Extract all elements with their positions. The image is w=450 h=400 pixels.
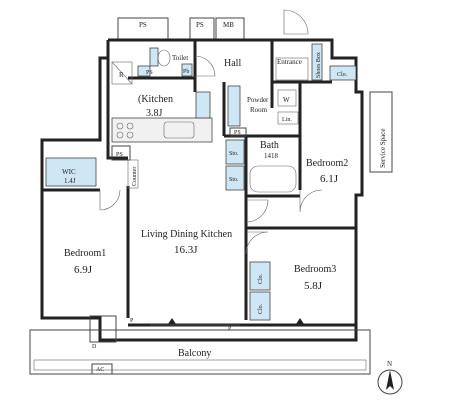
bed3-closet-a [249, 261, 271, 291]
pb-label: Pb [183, 69, 189, 75]
vanity [227, 85, 241, 127]
ps-kitchen-label: PS [116, 152, 123, 158]
ldk-label: Living Dining Kitchen [141, 229, 232, 240]
p-left-label: P [130, 318, 134, 324]
clo-b3-b-label: Clo. [258, 303, 264, 314]
balcony-label: Balcony [178, 348, 211, 359]
entrance-closet [329, 65, 357, 81]
powder-room-label-1: Powder [247, 96, 269, 104]
balcony-pillar [89, 315, 117, 343]
marker-2 [296, 318, 304, 324]
counter-strip [127, 159, 139, 189]
sto1-label: Sto. [229, 151, 239, 157]
door-entrance[interactable] [283, 9, 309, 35]
powder-room-label-2: Room [250, 106, 268, 114]
shoes-box-label: Shoes Box [316, 52, 322, 78]
stove-burner-3 [116, 131, 124, 139]
door-bed2[interactable] [299, 189, 323, 213]
kitchen-column [195, 91, 211, 119]
washer-label: W [283, 96, 290, 104]
door-toilet[interactable] [194, 55, 216, 77]
pantry-box [137, 65, 151, 77]
door-bath[interactable] [245, 199, 269, 223]
bath-size-label: 1418 [264, 152, 279, 160]
bedroom3-size: 5.8J [304, 280, 323, 292]
entrance-floor [275, 57, 309, 81]
toilet-label: Toilet [172, 54, 188, 62]
stove-burner-2 [126, 122, 134, 130]
ps-bath-shaft [229, 127, 247, 137]
bedroom3-label: Bedroom3 [294, 264, 336, 275]
ac-unit [91, 363, 113, 375]
ps-toilet-label: PS [146, 70, 153, 76]
shoes-box [311, 43, 323, 81]
counter-label: Counter [132, 167, 138, 186]
entrance-label: Entrance [277, 58, 302, 66]
bedroom2-label: Bedroom2 [306, 158, 348, 169]
door-bed3[interactable] [245, 231, 269, 255]
ps-bath-label: PS [234, 130, 241, 136]
mb-label: MB [223, 21, 234, 29]
compass-north-label: N [387, 360, 392, 368]
stove-burner-1 [116, 122, 124, 130]
washer-box [277, 89, 297, 107]
fridge-label: R [119, 71, 124, 79]
balcony-rail [33, 359, 367, 371]
bedroom2-size: 6.1J [320, 173, 339, 185]
compass-needle [386, 370, 394, 390]
kitchen-wall [106, 58, 128, 160]
bed3-closet-b [249, 291, 271, 321]
hall-label: Hall [224, 58, 241, 69]
service-space-label: Service Space [379, 129, 387, 168]
d-label: D [92, 344, 97, 350]
p-right-label: P [228, 326, 232, 332]
sto2-label: Sto. [229, 177, 239, 183]
door-bed1[interactable] [99, 189, 121, 211]
ac-label: AC [96, 367, 104, 373]
bedroom1-label: Bedroom1 [64, 248, 106, 259]
wic-shelf [45, 157, 97, 187]
wic-label: WIC [62, 168, 76, 176]
wic-size-label: 1.4J [64, 177, 76, 185]
stove-burner-4 [126, 131, 134, 139]
ps-kitchen-shaft [111, 145, 131, 161]
refrigerator-space [111, 61, 133, 85]
clo-entrance-label: Clo. [337, 72, 348, 78]
outer-wall [40, 38, 364, 342]
bathtub [249, 165, 297, 193]
toilet-cabinet [149, 47, 159, 67]
marker-1 [168, 318, 176, 324]
kitchen-size: 3.8J [146, 108, 163, 119]
sto-cabinet-2 [225, 165, 245, 191]
lin-box [277, 111, 299, 125]
toilet-pb [181, 63, 193, 77]
kitchen-counter [111, 117, 213, 143]
clo-b3-a-label: Clo. [258, 273, 264, 284]
kitchen-label: (Kitchen [138, 94, 173, 105]
sto-cabinet-1 [225, 139, 245, 165]
ldk-size-label: 16.3J [174, 244, 198, 256]
fridge-diagonal [111, 61, 133, 85]
ps-label-top-mid: PS [196, 21, 204, 29]
toilet-bowl [157, 49, 171, 67]
bath-label: Bath [260, 140, 279, 151]
service-space-box [369, 91, 393, 173]
lin-label: Lin. [282, 117, 292, 123]
compass: N [377, 360, 403, 395]
balcony-outline [29, 329, 371, 375]
kitchen-sink [163, 121, 195, 139]
bedroom1-size: 6.9J [74, 264, 93, 276]
ps-label-top-left: PS [139, 21, 147, 29]
